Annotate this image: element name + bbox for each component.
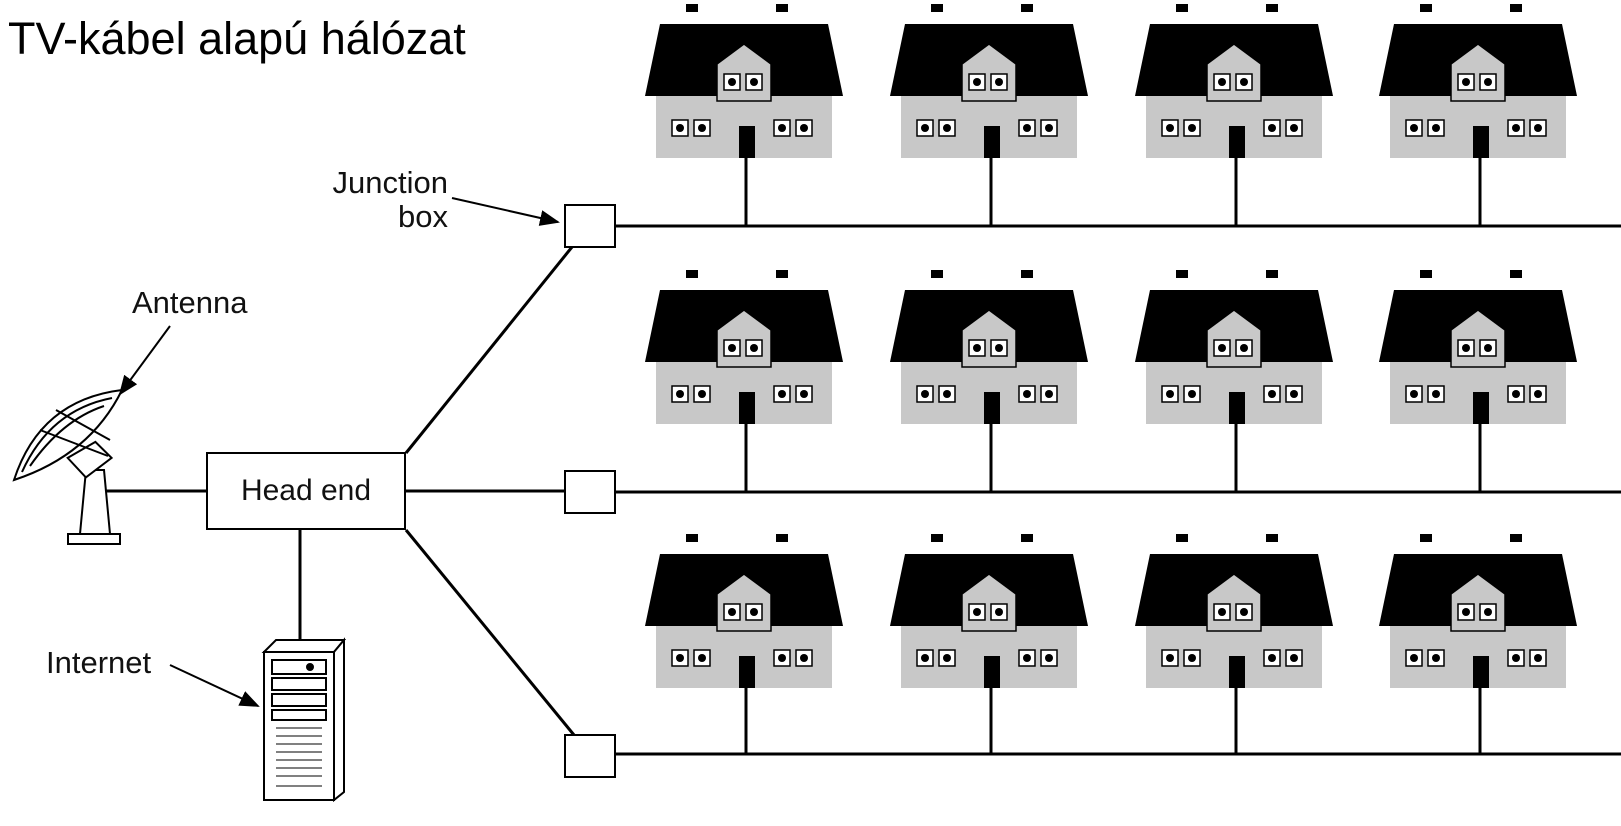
feeder-lines	[106, 224, 1621, 756]
house-icon	[889, 533, 1089, 689]
house-icon	[1134, 269, 1334, 425]
house-row-2	[644, 269, 1578, 425]
head-end-box: Head end	[206, 452, 406, 530]
house-icon	[889, 3, 1089, 159]
house-icon	[644, 269, 844, 425]
house-row-1	[644, 3, 1578, 159]
house-icon	[1134, 3, 1334, 159]
house-icon	[644, 533, 844, 689]
house-icon	[1134, 533, 1334, 689]
house-icon	[1378, 3, 1578, 159]
junction-box-3	[564, 734, 616, 778]
house-icon	[1378, 533, 1578, 689]
house-row-3	[644, 533, 1578, 689]
house-icon	[889, 269, 1089, 425]
head-end-label: Head end	[240, 474, 372, 507]
page-title: TV-kábel alapú hálózat	[8, 13, 466, 64]
server-rack-icon	[261, 637, 347, 803]
callout-arrows	[118, 197, 560, 707]
junction-box-1	[564, 204, 616, 248]
house-drops	[744, 152, 1482, 754]
house-icon	[644, 3, 844, 159]
house-icon	[1378, 269, 1578, 425]
junction-box-2	[564, 470, 616, 514]
internet-label: Internet	[46, 645, 152, 680]
antenna-label: Antenna	[132, 285, 248, 320]
junction-box-label: Junction box	[332, 165, 448, 234]
satellite-dish-icon	[12, 388, 124, 545]
